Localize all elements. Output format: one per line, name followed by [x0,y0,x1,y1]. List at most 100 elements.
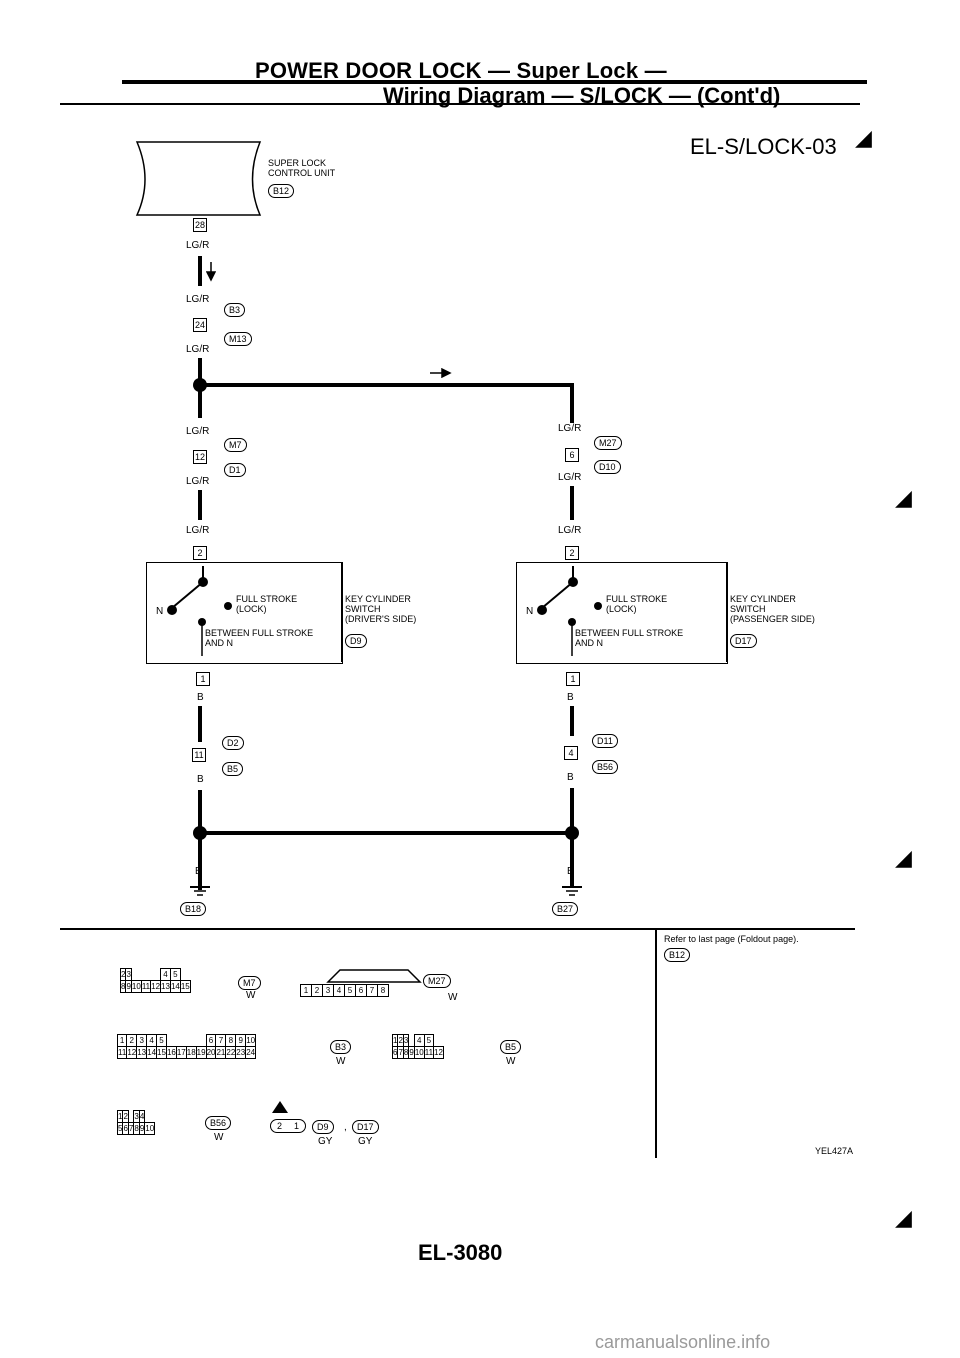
wire-label: B [567,866,574,877]
connector-b5: B5 [222,762,244,776]
connector-color: W [246,990,256,1001]
pin-cell: 5 [423,1034,435,1047]
ground-b27: B27 [552,902,579,916]
splice-dot [565,826,579,840]
pin-cell: 10 [413,1046,425,1059]
lock-tab-icon [272,1101,288,1113]
switch-between-label: BETWEEN FULL STROKE AND N [575,628,684,648]
pin-cell: 8 [377,984,389,997]
pin-cell: 1 [116,1110,124,1123]
pin-2: 2 [193,546,207,560]
pin-cell: 5 [116,1122,124,1135]
pin-cell: 9 [408,1046,415,1059]
pin-cell: 10 [245,1034,257,1047]
pin-cell: 8 [119,980,127,993]
pin-gap [186,1035,196,1047]
switch-name-left: KEY CYLINDER SWITCH (DRIVER'S SIDE) [345,594,417,624]
switch-full-stroke-label: FULL STROKE (LOCK) [606,594,668,614]
connector-m7: M7 [224,438,247,452]
box-divider [726,562,728,662]
page-number: EL-3080 [418,1240,503,1265]
tab-marker-icon: ◢ [855,125,872,150]
connector-face-d9-d17: 2 1 [270,1100,306,1133]
pin-12: 12 [193,450,207,464]
pin-cell: 12 [433,1046,444,1059]
key-switch-contact-icon [537,566,602,656]
connector-color: W [336,1056,346,1067]
pin-cell: 8 [133,1122,140,1135]
pin-cell: 3 [133,1110,140,1123]
wire-bus-top [200,383,572,387]
pin-cell: 4 [138,1110,146,1123]
wire-label: B [567,772,574,783]
pin-cell: 14 [146,1046,158,1059]
pin-cell: 9 [125,980,132,993]
pin-11: 11 [192,748,206,762]
pin-cell: 22 [225,1046,237,1059]
connector-color: W [506,1056,516,1067]
pin-gap [141,969,150,981]
figure-code: YEL427A [815,1146,854,1156]
pin-cell: 19 [195,1046,207,1059]
pin-cell: 11 [140,980,152,993]
pin-cell: 20 [205,1046,217,1059]
pin-cell: 2 [397,1034,404,1047]
pin-cell: 21 [215,1046,227,1059]
pin-cell: 11 [423,1046,435,1059]
tab-marker-icon: ◢ [895,1205,912,1230]
switch-box-left [146,562,343,664]
wire-label: B [567,692,574,703]
switch-between-label: BETWEEN FULL STROKE AND N [205,628,314,648]
pin-cell: 8 [402,1046,410,1059]
wire-lgr [198,490,202,520]
wire-label: LG/R [558,472,582,483]
pin-1: 1 [566,672,580,686]
switch-box-right [516,562,728,664]
wire-lgr [570,486,574,520]
wire-label: LG/R [186,426,210,437]
pin-cell: 16 [165,1046,177,1059]
pin-cell: 17 [175,1046,187,1059]
wire-label: LG/R [186,294,210,305]
wire-label: B [195,866,202,877]
ground-icon [562,882,582,896]
pin-label: 2 [276,1121,282,1131]
wire-lgr [570,383,574,423]
pin-cell: 3 [322,984,334,997]
box-divider [341,562,343,662]
connector-d10: D10 [594,460,621,474]
diagram-title: POWER DOOR LOCK — Super Lock — [255,58,667,83]
pin-label: 1 [293,1121,299,1131]
pin-cell: 4 [160,968,171,981]
connector-color: GY [318,1136,333,1147]
connector-d1: D1 [224,463,246,477]
wire-label: LG/R [186,344,210,355]
pin-cell: 5 [344,984,356,997]
pin-cell: 2 [122,1110,129,1123]
pin-cell: 6 [205,1034,217,1047]
pin-cell: 8 [225,1034,237,1047]
pin-cell: 12 [126,1046,138,1059]
connector-color: W [448,992,458,1003]
pin-cell: 18 [185,1046,197,1059]
switch-name-right: KEY CYLINDER SWITCH (PASSENGER SIDE) [730,594,815,624]
tab-marker-icon: ◢ [895,485,912,510]
pin-cell: 13 [160,980,171,993]
connector-face-label: D9 [312,1120,334,1134]
control-unit-outline [135,141,262,216]
ground-b18: B18 [180,902,207,916]
section-divider [60,928,855,930]
pin-gap [131,969,141,981]
wire-label: LG/R [558,423,582,434]
connector-d2: D2 [222,736,244,750]
connector-face-label: B3 [330,1040,352,1054]
connector-m27: M27 [594,436,622,450]
pin-cell: 1 [116,1034,128,1047]
pin-cell: 4 [333,984,345,997]
pin-gap [166,1035,176,1047]
connector-b3: B3 [224,303,246,317]
connector-face-label: B56 [205,1116,232,1130]
subtitle-rule [60,103,860,105]
pin-cell: 7 [215,1034,227,1047]
